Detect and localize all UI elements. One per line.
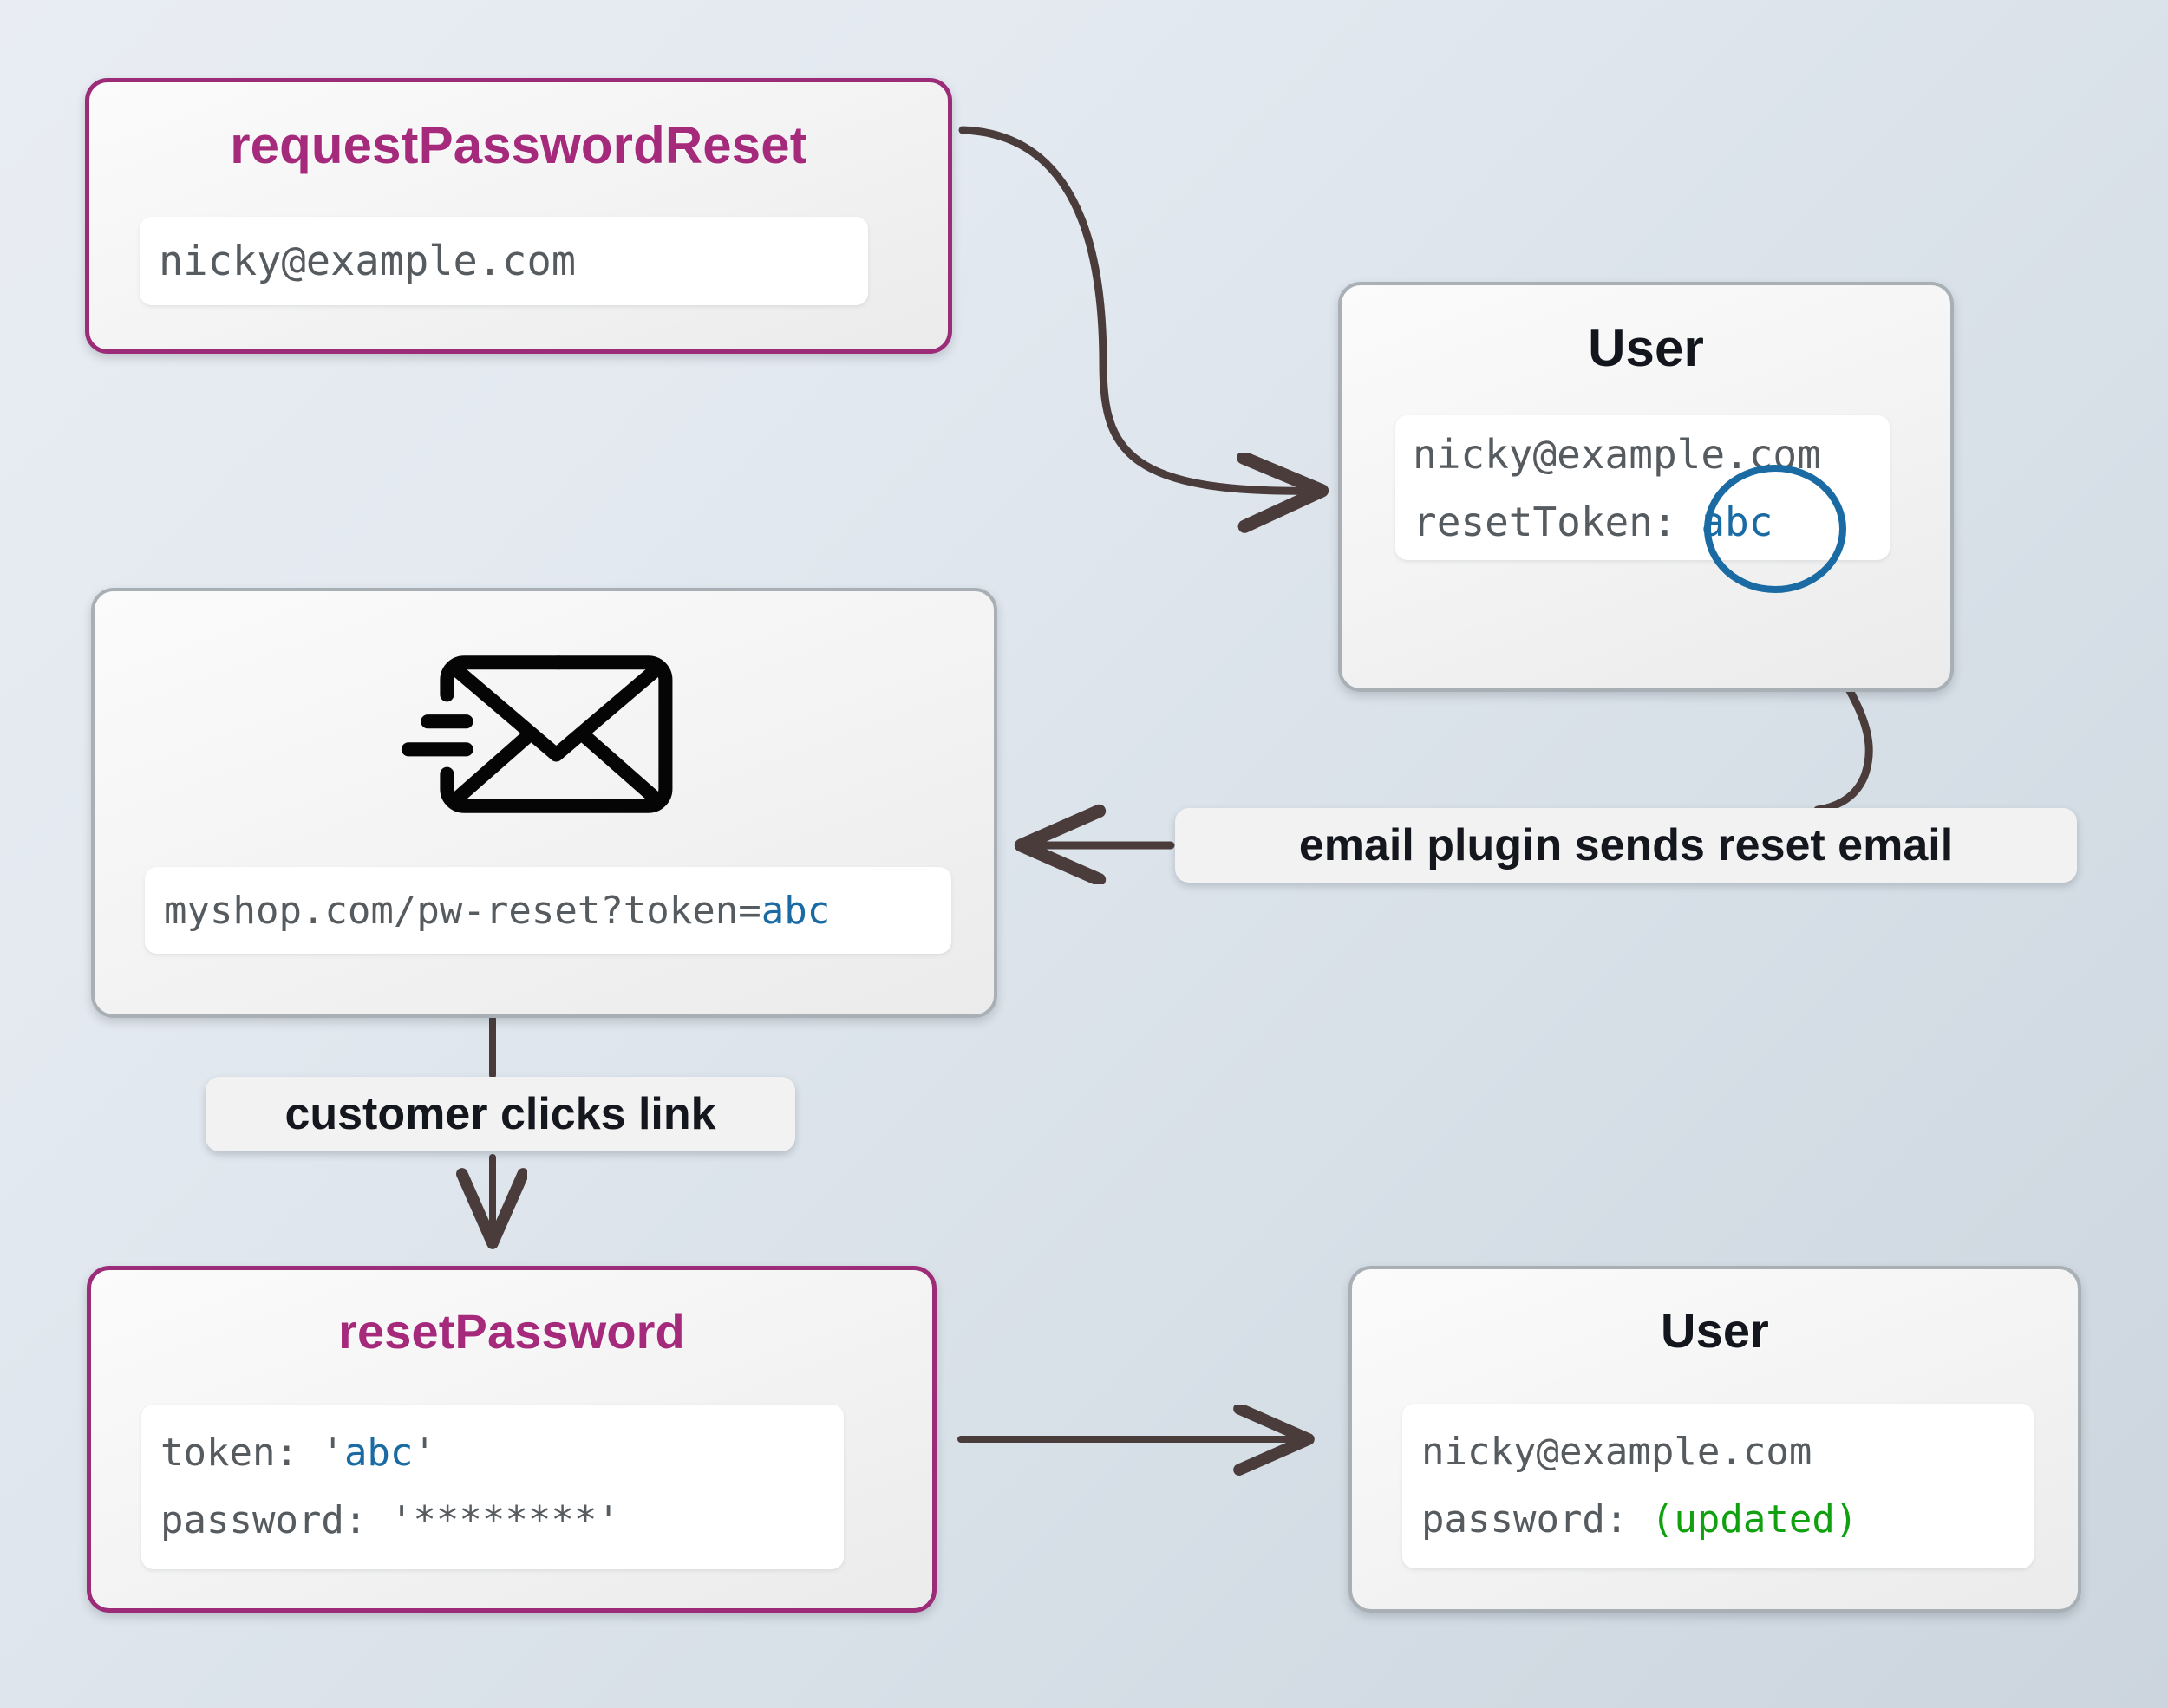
- field-line-updated-pw: password: (updated): [1421, 1486, 2015, 1554]
- field-request-email: nicky@example.com: [140, 217, 868, 305]
- field-user-token: nicky@example.com resetToken: abc: [1395, 415, 1890, 560]
- sent-envelope-icon: [376, 643, 723, 825]
- url-prefix: myshop.com/pw-reset?token=: [164, 888, 761, 933]
- field-line-user-token: resetToken: abc: [1413, 488, 1872, 556]
- updated-password-val: (updated): [1650, 1497, 1858, 1542]
- updated-password-key: password:: [1421, 1497, 1651, 1542]
- node-user-with-token[interactable]: User nicky@example.com resetToken: abc: [1338, 282, 1954, 692]
- reset-password-val: '********': [389, 1498, 620, 1542]
- node-user-updated[interactable]: User nicky@example.com password: (update…: [1348, 1266, 2081, 1613]
- node-title-reset-password: resetPassword: [338, 1304, 685, 1359]
- node-email-message[interactable]: myshop.com/pw-reset?token=abc: [91, 588, 997, 1018]
- field-line-url: myshop.com/pw-reset?token=abc: [164, 889, 932, 933]
- field-line-reset-token: token: 'abc': [160, 1419, 825, 1487]
- edge-label-customer-clicks-link: customer clicks link: [206, 1077, 795, 1151]
- reset-token-quote-open: ': [321, 1431, 344, 1475]
- reset-password-key: password:: [160, 1498, 390, 1542]
- node-reset-password[interactable]: resetPassword token: 'abc' password: '**…: [87, 1266, 937, 1613]
- edge-request-to-user: [958, 126, 1318, 491]
- field-reset-password: token: 'abc' password: '********': [141, 1405, 844, 1569]
- reset-token-label: resetToken:: [1413, 498, 1701, 545]
- reset-token-key: token:: [160, 1431, 322, 1475]
- url-token: abc: [761, 888, 831, 933]
- field-email-url: myshop.com/pw-reset?token=abc: [145, 867, 951, 954]
- field-line-reset-pw: password: '********': [160, 1487, 825, 1555]
- field-line-user-email: nicky@example.com: [1413, 430, 1821, 478]
- node-title-user-with-token: User: [1588, 319, 1704, 377]
- node-title-request-password-reset: requestPasswordReset: [230, 116, 807, 174]
- field-line-updated-email: nicky@example.com: [1421, 1430, 1812, 1474]
- reset-token-quote-close: ': [413, 1431, 436, 1475]
- reset-token-value: abc: [1701, 498, 1773, 545]
- edge-label-email-plugin: email plugin sends reset email: [1175, 808, 2077, 883]
- reset-token-val: abc: [343, 1431, 414, 1475]
- field-user-updated: nicky@example.com password: (updated): [1402, 1404, 2034, 1568]
- node-request-password-reset[interactable]: requestPasswordReset nicky@example.com: [85, 78, 952, 354]
- field-line-email: nicky@example.com: [159, 237, 577, 285]
- node-title-user-updated: User: [1661, 1303, 1769, 1358]
